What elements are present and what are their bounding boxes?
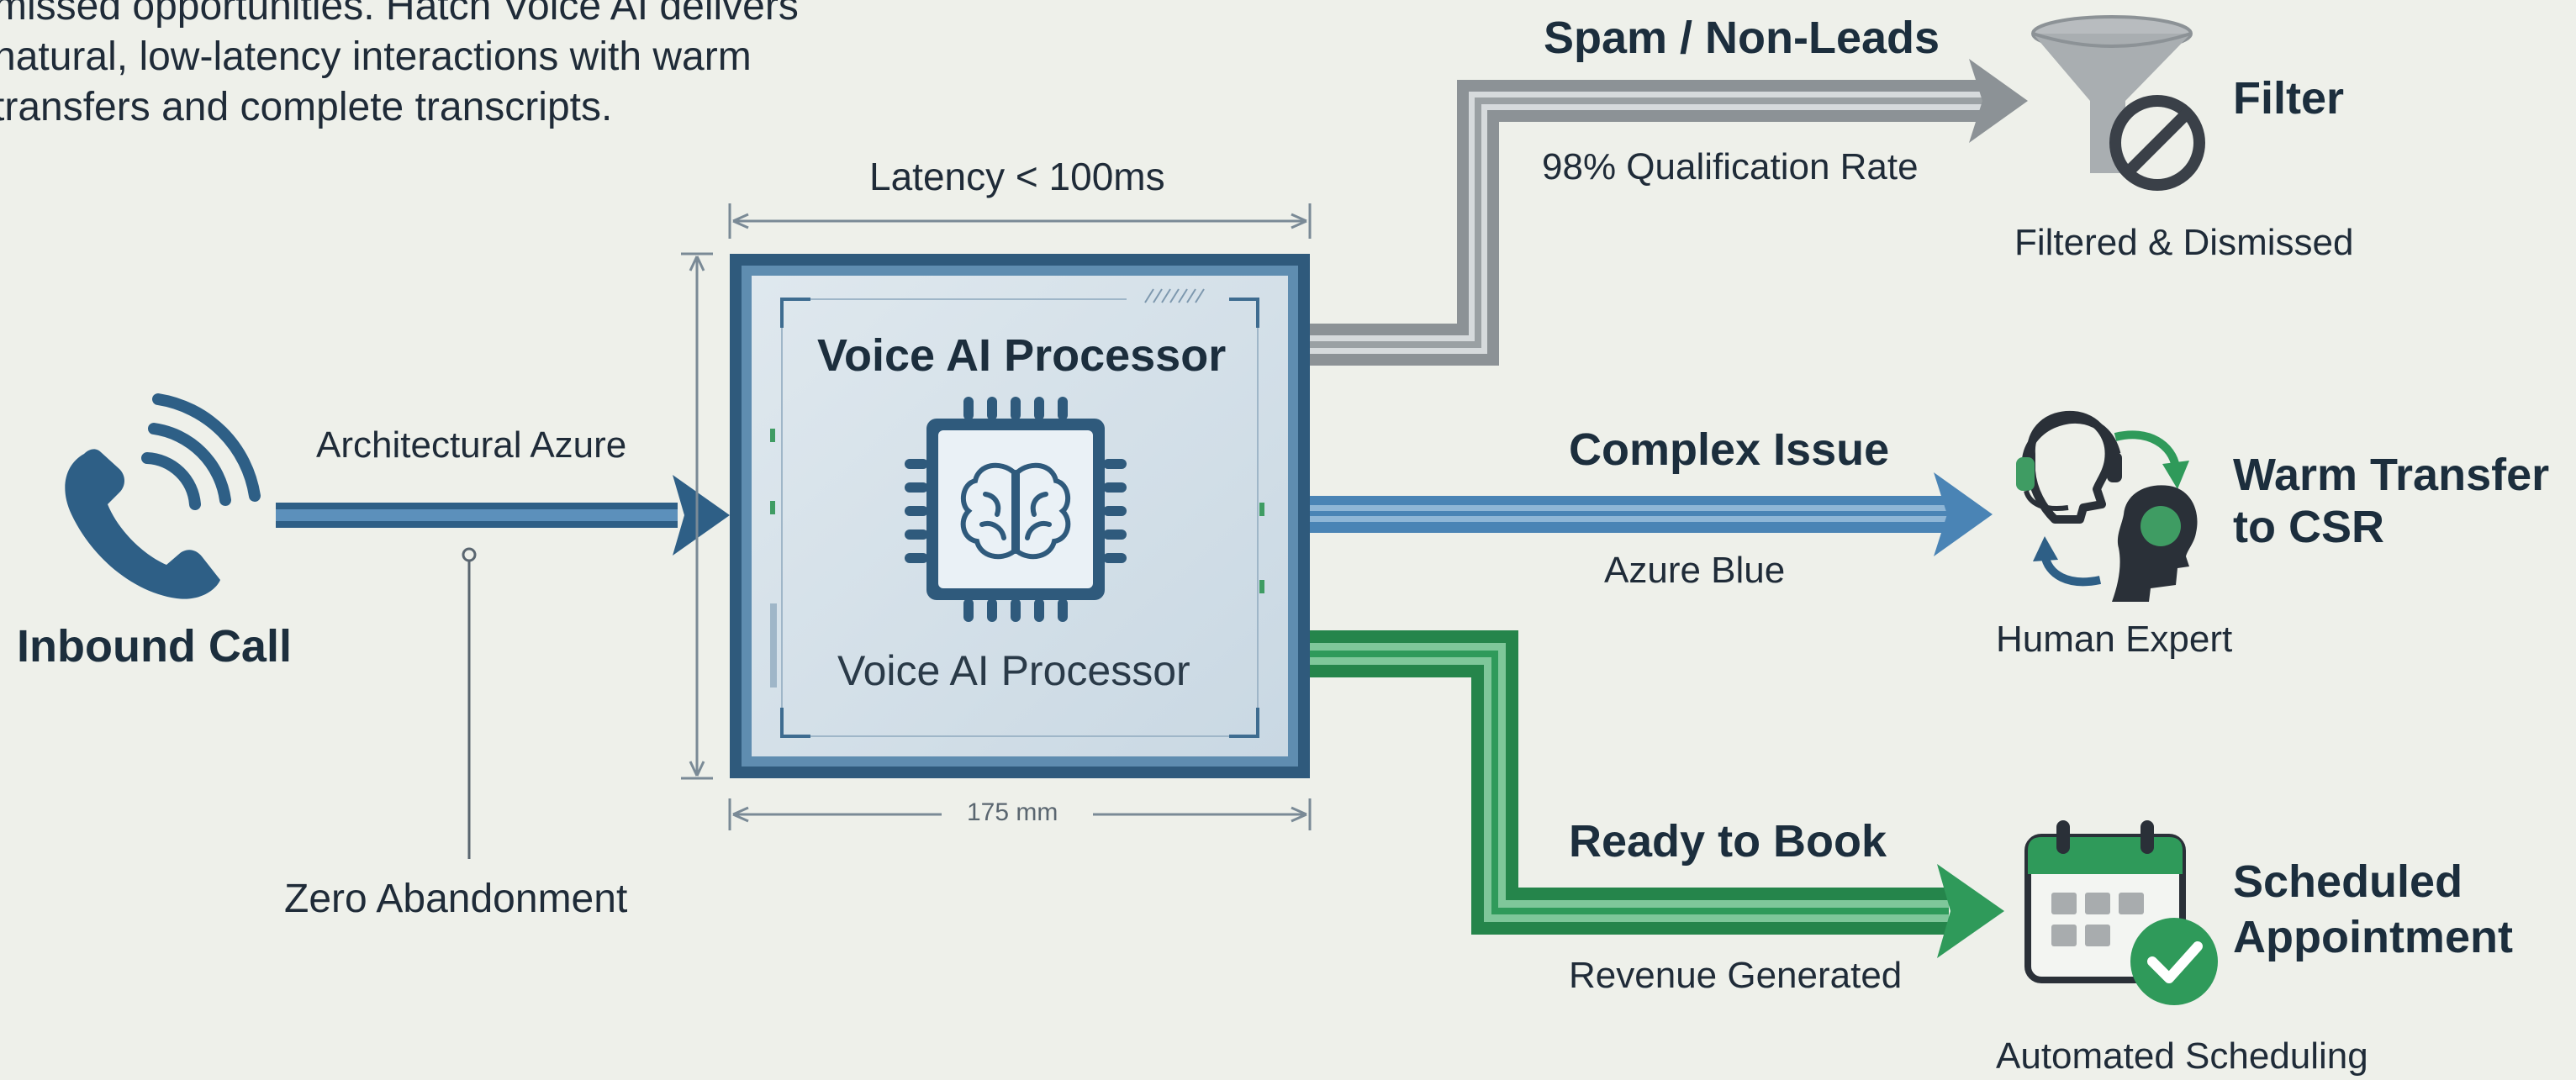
spam-route-label: Spam / Non-Leads — [1544, 13, 1940, 63]
brain-chip-icon — [905, 397, 1127, 622]
phone-signal-icon — [65, 393, 261, 599]
scheduled-appointment-sub: Automated Scheduling — [1996, 1035, 2368, 1077]
scheduled-appointment-title: Scheduled Appointment — [2233, 854, 2513, 965]
book-route-label: Ready to Book — [1569, 816, 1887, 867]
processor-caption: Voice AI Processor — [837, 647, 1190, 694]
scheduled-appointment-title-line: Appointment — [2233, 912, 2513, 962]
width-dimension — [728, 798, 1312, 830]
inbound-arrow — [276, 475, 730, 556]
height-dimension — [681, 252, 713, 780]
intro-line: natural, low-latency interactions with w… — [0, 34, 752, 79]
warm-transfer-sub: Human Expert — [1996, 619, 2233, 660]
intro-line: missed opportunities. Hatch Voice AI del… — [0, 0, 799, 29]
processor-title: Voice AI Processor — [817, 330, 1227, 381]
intro-line: transfers and complete transcripts. — [0, 85, 613, 129]
latency-label: Latency < 100ms — [869, 155, 1165, 198]
width-dimension-label: 175 mm — [967, 798, 1058, 826]
book-route-sub: Revenue Generated — [1569, 955, 1903, 996]
headset-transfer-icon — [2016, 410, 2198, 602]
warm-transfer-title: Warm Transfer to CSR — [2233, 449, 2549, 553]
inbound-call-title: Inbound Call — [17, 621, 292, 672]
intro-text: missed opportunities. Hatch Voice AI del… — [0, 0, 884, 133]
book-route-arrow — [1310, 630, 2004, 958]
abandonment-pointer — [462, 547, 477, 859]
scheduled-appointment-title-line: Scheduled — [2233, 856, 2463, 907]
funnel-block-icon — [2031, 15, 2205, 191]
calendar-check-icon — [2024, 820, 2218, 1005]
inbound-arrow-label: Architectural Azure — [316, 424, 627, 466]
latency-dimension — [728, 203, 1312, 239]
complex-route-arrow — [1310, 472, 1993, 556]
zero-abandonment-label: Zero Abandonment — [284, 877, 628, 921]
spam-route-sub: 98% Qualification Rate — [1542, 146, 1919, 187]
warm-transfer-title-line: to CSR — [2233, 502, 2384, 552]
warm-transfer-title-line: Warm Transfer — [2233, 450, 2550, 500]
spam-route-arrow — [1310, 59, 2028, 366]
complex-route-label: Complex Issue — [1569, 424, 1890, 475]
filter-sub: Filtered & Dismissed — [2014, 222, 2354, 263]
complex-route-sub: Azure Blue — [1604, 550, 1786, 591]
filter-title: Filter — [2233, 73, 2345, 124]
